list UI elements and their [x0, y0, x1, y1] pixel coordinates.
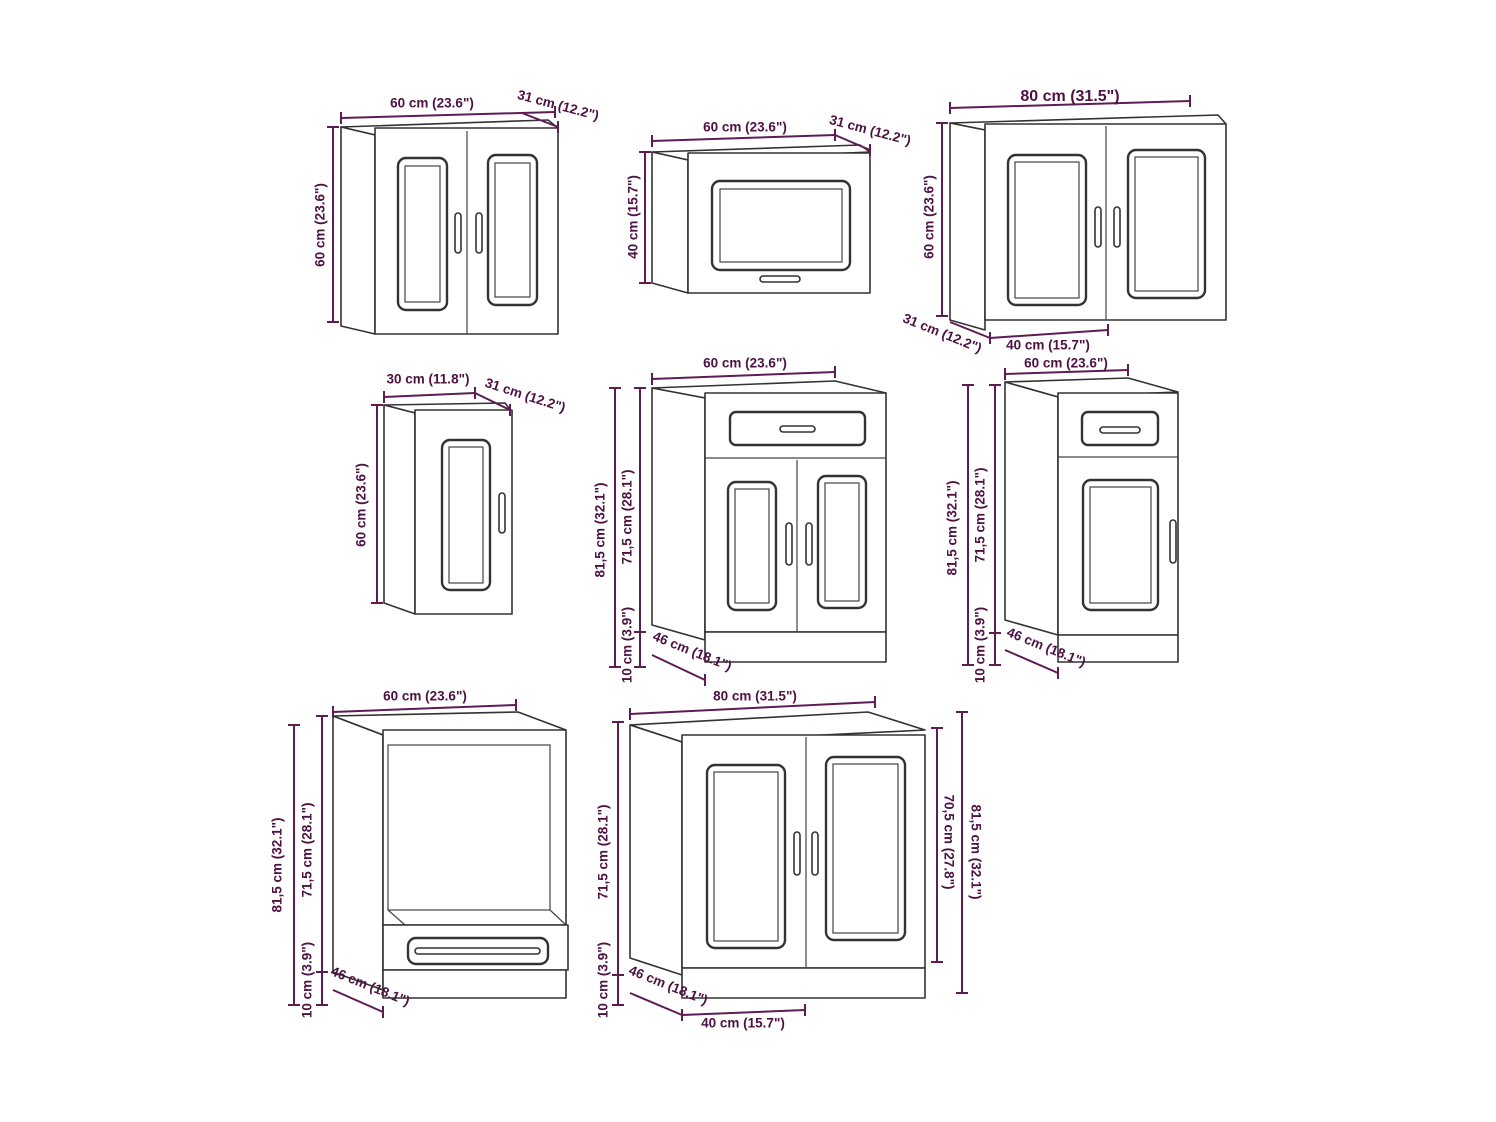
body-height-label: 71,5 cm (28.1")	[973, 468, 988, 563]
handle-icon	[1094, 206, 1102, 248]
depth-label: 31 cm (12.2")	[828, 112, 913, 148]
handle-icon	[1113, 206, 1121, 248]
handle-icon	[785, 522, 793, 566]
door-width-label: 40 cm (15.7")	[701, 1016, 785, 1031]
handle-icon	[414, 947, 541, 955]
plinth-label: 10 cm (3.9")	[300, 942, 315, 1018]
depth-label: 31 cm (12.2")	[516, 87, 601, 123]
inner-height-label: 70,5 cm (27.8")	[941, 795, 956, 890]
height-label: 60 cm (23.6")	[922, 175, 937, 259]
plinth-label: 10 cm (3.9")	[596, 942, 611, 1018]
width-label: 60 cm (23.6")	[1024, 356, 1108, 371]
handle-icon	[759, 275, 801, 283]
width-label: 30 cm (11.8")	[387, 372, 470, 387]
body-height-label: 71,5 cm (28.1")	[620, 470, 635, 565]
handle-icon	[793, 831, 801, 876]
body-height-label: 71,5 cm (28.1")	[300, 803, 315, 898]
total-height-label: 81,5 cm (32.1")	[945, 481, 960, 576]
handle-icon	[811, 831, 819, 876]
sink-cabinet-80: 80 cm (31.5") 71,5 cm (28.1") 10 cm (3.9…	[596, 689, 984, 1031]
handle-icon	[779, 425, 816, 433]
handle-icon	[498, 492, 506, 534]
base-cabinet-60-drawer: 60 cm (23.6") 81,5 cm (32.1") 71,5 cm (2…	[593, 356, 887, 686]
width-label: 60 cm (23.6")	[390, 96, 474, 111]
width-label: 80 cm (31.5")	[713, 689, 797, 704]
wall-cabinet-60-flap: 60 cm (23.6") 31 cm (12.2") 40 cm (15.7"…	[626, 112, 913, 294]
base-cabinet-40-drawer: 60 cm (23.6") 81,5 cm (32.1") 71,5 cm (2…	[945, 356, 1179, 683]
handle-icon	[1169, 519, 1177, 564]
body-height-label: 71,5 cm (28.1")	[596, 805, 611, 900]
wall-cabinet-60-two-doors: 60 cm (23.6") 31 cm (12.2") 60 cm (23.6"…	[313, 87, 601, 335]
plinth-label: 10 cm (3.9")	[973, 607, 988, 683]
height-label: 40 cm (15.7")	[626, 175, 641, 259]
wall-cabinet-80-two-doors: 80 cm (31.5") 60 cm (23.6") 31 cm (12.2"…	[901, 88, 1227, 356]
handle-icon	[475, 212, 483, 254]
height-label: 60 cm (23.6")	[313, 183, 328, 267]
total-height-label: 81,5 cm (32.1")	[968, 805, 983, 900]
oven-cabinet-60: 60 cm (23.6") 81,5 cm (32.1") 71,5 cm (2…	[270, 689, 569, 1018]
total-height-label: 81,5 cm (32.1")	[270, 818, 285, 913]
handle-icon	[1099, 426, 1141, 434]
width-label: 80 cm (31.5")	[1020, 88, 1119, 105]
width-label: 60 cm (23.6")	[383, 689, 467, 704]
height-label: 60 cm (23.6")	[354, 463, 369, 547]
handle-icon	[454, 212, 462, 254]
width-label: 60 cm (23.6")	[703, 356, 787, 371]
handle-icon	[805, 522, 813, 566]
total-height-label: 81,5 cm (32.1")	[593, 483, 608, 578]
width-label: 60 cm (23.6")	[703, 120, 787, 135]
wall-cabinet-30: 30 cm (11.8") 31 cm (12.2") 60 cm (23.6"…	[354, 372, 567, 615]
door-width-label: 40 cm (15.7")	[1006, 338, 1090, 353]
plinth-label: 10 cm (3.9")	[620, 607, 635, 683]
